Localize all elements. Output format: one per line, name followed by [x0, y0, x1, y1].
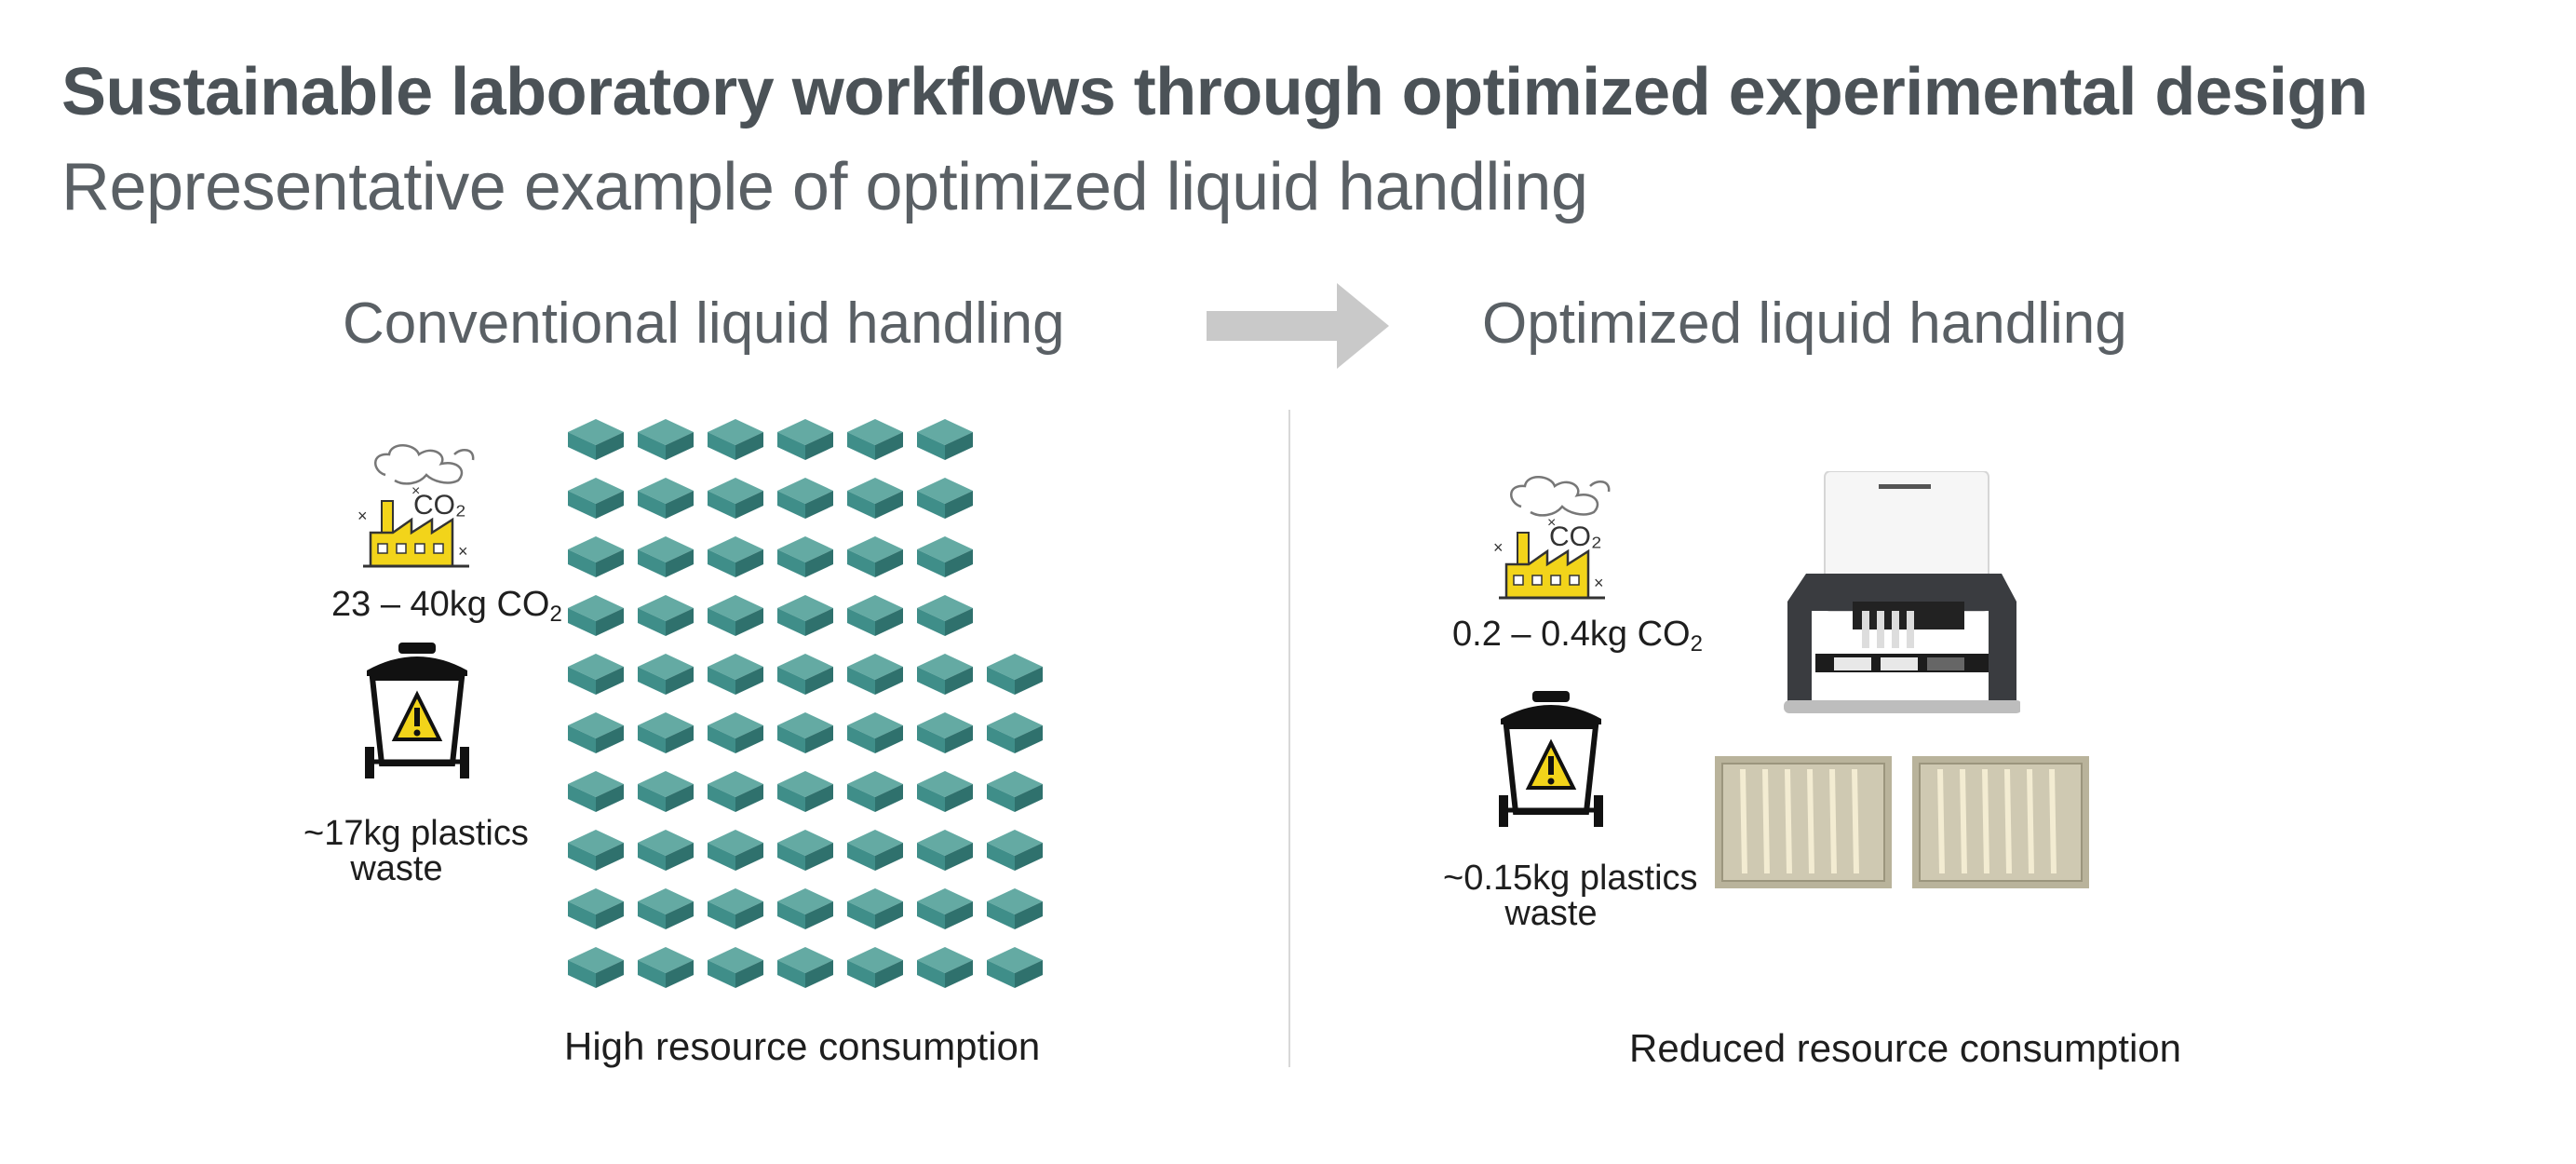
pipette-tip-box-icon: [847, 478, 903, 519]
pipette-tip-box-icon: [847, 830, 903, 871]
pipette-tip-box-icon: [847, 536, 903, 577]
pipette-tip-box-icon: [568, 478, 624, 519]
pipette-tip-box-icon: [847, 771, 903, 812]
pipette-tip-box-icon: [708, 654, 763, 695]
pipette-tip-box-icon: [917, 478, 973, 519]
pipette-tip-box-icon: [638, 712, 694, 753]
pipette-tip-box-icon: [568, 712, 624, 753]
hazardous-waste-bin-icon: [1499, 691, 1603, 827]
svg-text:×: ×: [458, 542, 468, 561]
conventional-heading: Conventional liquid handling: [343, 291, 1065, 356]
pipette-tip-box-icon: [638, 536, 694, 577]
pipette-tip-box-icon: [638, 771, 694, 812]
pipette-tip-box-icon: [917, 654, 973, 695]
svg-text:×: ×: [1547, 515, 1556, 531]
conventional-caption: High resource consumption: [564, 1024, 1041, 1068]
svg-text:×: ×: [411, 483, 420, 499]
pipette-tip-box-icon: [638, 595, 694, 636]
pipette-tip-box-icon: [638, 478, 694, 519]
pipette-tip-box-icon: [568, 830, 624, 871]
page-title: Sustainable laboratory workflows through…: [61, 55, 2368, 129]
pipette-tip-tray-image: [1912, 756, 2089, 888]
right-arrow-icon: [1207, 283, 1389, 369]
svg-text:×: ×: [1493, 538, 1504, 557]
pipette-tip-box-icon: [917, 771, 973, 812]
pipette-tip-box-icon: [638, 830, 694, 871]
svg-text:×: ×: [357, 507, 368, 525]
conventional-waste-label: ~17kg plastics waste: [303, 814, 529, 888]
pipette-tip-box-icon: [777, 771, 833, 812]
pipette-tip-box-icon: [777, 419, 833, 460]
pipette-tip-box-icon: [777, 830, 833, 871]
pipette-tip-box-icon: [987, 947, 1043, 988]
optimized-heading: Optimized liquid handling: [1482, 291, 2127, 356]
pipette-tip-box-icon: [568, 419, 624, 460]
pipette-tip-box-icon: [917, 888, 973, 929]
section-divider: [1288, 410, 1290, 1067]
pipette-tip-box-icon: [777, 888, 833, 929]
pipette-tip-box-icon: [638, 947, 694, 988]
pipette-tip-box-icon: [917, 830, 973, 871]
pipette-tip-box-icon: [847, 712, 903, 753]
pipette-tip-box-icon: [987, 888, 1043, 929]
pipette-tip-box-icon: [568, 536, 624, 577]
pipette-tip-box-icon: [847, 888, 903, 929]
pipette-tip-box-icon: [847, 595, 903, 636]
pipette-tip-box-icon: [777, 947, 833, 988]
pipette-tip-box-icon: [777, 536, 833, 577]
pipette-tip-box-icon: [708, 536, 763, 577]
pipette-tip-box-icon: [638, 654, 694, 695]
pipette-tip-box-icon: [568, 888, 624, 929]
pipette-tip-box-icon: [708, 888, 763, 929]
pipette-tip-box-icon: [777, 478, 833, 519]
pipette-tip-box-icon: [987, 712, 1043, 753]
pipette-tip-box-icon: [847, 419, 903, 460]
factory-co2-label: CO₂: [1549, 521, 1602, 552]
pipette-tip-box-icon: [708, 830, 763, 871]
pipette-tip-box-icon: [568, 947, 624, 988]
pipette-tip-box-icon: [847, 654, 903, 695]
pipette-tip-box-icon: [847, 947, 903, 988]
pipette-tip-box-icon: [917, 947, 973, 988]
pipette-tip-box-icon: [777, 595, 833, 636]
hazardous-waste-bin-icon: [365, 643, 469, 778]
factory-co2-icon: CO₂ × × ×: [357, 444, 475, 568]
pipette-tip-box-icon: [777, 712, 833, 753]
optimized-co2-label: 0.2 – 0.4kg CO2: [1452, 615, 1703, 656]
pipette-tip-box-icon: [568, 654, 624, 695]
optimized-waste-label: ~0.15kg plastics waste: [1443, 859, 1698, 933]
pipette-tip-tray-image: [1715, 756, 1892, 888]
pipette-tip-box-icon: [987, 654, 1043, 695]
factory-co2-label: CO₂: [413, 490, 466, 521]
conventional-co2-label: 23 – 40kg CO2: [331, 585, 562, 627]
pipette-tip-box-icon: [917, 712, 973, 753]
pipette-tip-box-icon: [708, 712, 763, 753]
svg-text:×: ×: [1594, 574, 1604, 592]
pipette-tip-box-icon: [917, 419, 973, 460]
page-subtitle: Representative example of optimized liqu…: [61, 150, 1588, 224]
pipette-tip-box-icon: [777, 654, 833, 695]
factory-co2-icon: CO₂ × × ×: [1493, 476, 1611, 600]
pipette-tip-box-icon: [987, 771, 1043, 812]
pipette-tip-box-icon: [708, 419, 763, 460]
pipette-tip-box-icon: [917, 536, 973, 577]
pipette-tip-box-icon: [917, 595, 973, 636]
pipette-tip-box-icon: [568, 771, 624, 812]
pipette-tip-box-icon: [638, 419, 694, 460]
pipette-tip-box-icon: [708, 771, 763, 812]
pipette-tip-box-icon: [987, 830, 1043, 871]
liquid-handling-robot-image: [1784, 471, 2020, 713]
pipette-tip-box-grid: [568, 419, 1043, 988]
pipette-tip-box-icon: [708, 595, 763, 636]
pipette-tip-box-icon: [708, 478, 763, 519]
pipette-tip-box-icon: [708, 947, 763, 988]
optimized-caption: Reduced resource consumption: [1629, 1026, 2182, 1070]
pipette-tip-box-icon: [568, 595, 624, 636]
pipette-tip-box-icon: [638, 888, 694, 929]
